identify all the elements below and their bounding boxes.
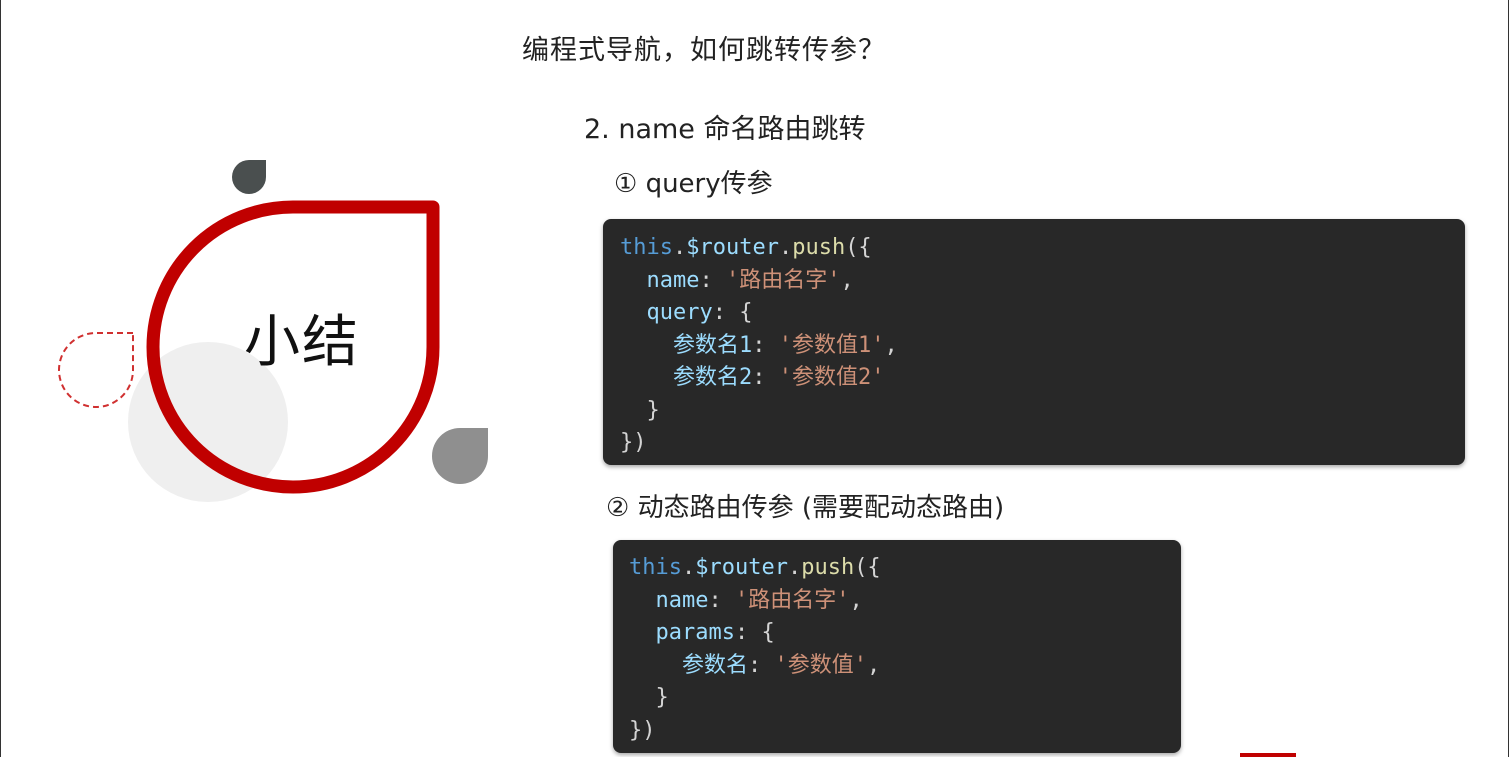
section-subtitle: 2. name 命名路由跳转 — [584, 114, 866, 145]
code-line: 参数名: '参数值', — [681, 652, 881, 678]
gray-teardrop-shape — [432, 428, 488, 484]
code-token: this — [620, 235, 673, 260]
code-line: 参数名2: '参数值2' — [672, 365, 885, 390]
code-line: }) — [629, 717, 656, 743]
code-line: 参数名1: '参数值1', — [672, 332, 898, 358]
query-param-label: ① query传参 — [614, 169, 773, 199]
red-accent-bar — [1240, 753, 1296, 757]
code-line: } — [620, 397, 660, 423]
code-line: } — [629, 685, 669, 710]
summary-title: 小结 — [244, 310, 360, 375]
code-line: query: { — [646, 300, 753, 325]
summary-decoration — [58, 160, 488, 502]
code-line: name: '路由名字', — [646, 267, 854, 293]
code-line: }) — [620, 430, 647, 455]
params-code-block: this.$router.push({ name: '路由名字', params… — [613, 540, 1181, 753]
code-line: this.$router.push({ — [620, 235, 872, 260]
code-line: name: '路由名字', — [655, 587, 863, 613]
code-line: params: { — [655, 620, 775, 645]
code-line: this.$router.push({ — [629, 555, 881, 580]
dynamic-route-param-label: ② 动态路由传参 (需要配动态路由) — [606, 493, 1005, 523]
gray-circle-shape — [128, 342, 288, 502]
dashed-teardrop-shape — [58, 332, 134, 408]
red-teardrop-ring — [146, 200, 440, 494]
query-code-block: this.$router.push({ name: '路由名字', query:… — [603, 219, 1465, 465]
slide-headline: 编程式导航，如何跳转传参？ — [522, 35, 886, 66]
dark-teardrop-shape — [232, 160, 266, 194]
